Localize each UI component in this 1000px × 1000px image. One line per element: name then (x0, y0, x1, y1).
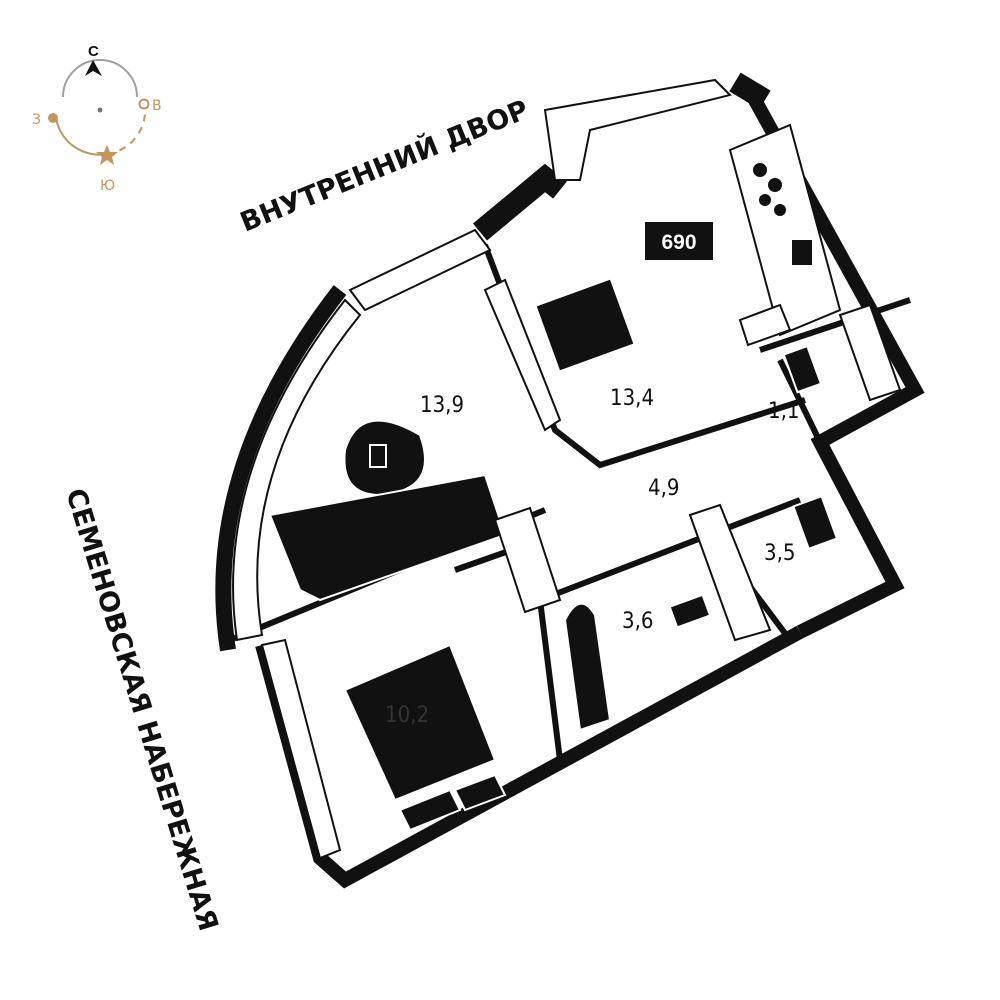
compass-west-label: З (32, 112, 41, 128)
area-hall: 4,9 (648, 476, 679, 501)
apartment-number-badge (645, 222, 713, 260)
windows (232, 78, 732, 860)
sofa (268, 473, 507, 602)
area-living-room: 13,9 (420, 393, 464, 418)
compass: С В Ю З (32, 43, 162, 194)
west-marker-icon (48, 113, 58, 123)
area-bathroom: 3,6 (622, 609, 653, 634)
compass-south-label: Ю (100, 178, 115, 194)
street-label-embankment: СЕМЕНОВСКАЯ НАБЕРЕЖНАЯ (59, 485, 223, 935)
area-bathroom-small: 1,1 (768, 399, 799, 424)
dining-table (534, 277, 636, 373)
star-icon (96, 145, 118, 165)
rug (343, 419, 426, 497)
apartment-number: 690 (661, 231, 696, 254)
east-marker-icon (138, 98, 150, 110)
compass-east-label: В (152, 98, 162, 114)
bed (343, 643, 497, 802)
furniture (268, 277, 839, 832)
kitchen-counter (483, 123, 902, 642)
cooktop (753, 163, 812, 265)
bathtub (563, 602, 612, 732)
compass-north-label: С (88, 43, 99, 60)
north-arrow-icon (85, 60, 102, 76)
area-kitchen: 13,4 (610, 386, 654, 411)
area-wardrobe: 3,5 (764, 541, 795, 566)
area-bedroom: 10,2 (385, 703, 429, 728)
